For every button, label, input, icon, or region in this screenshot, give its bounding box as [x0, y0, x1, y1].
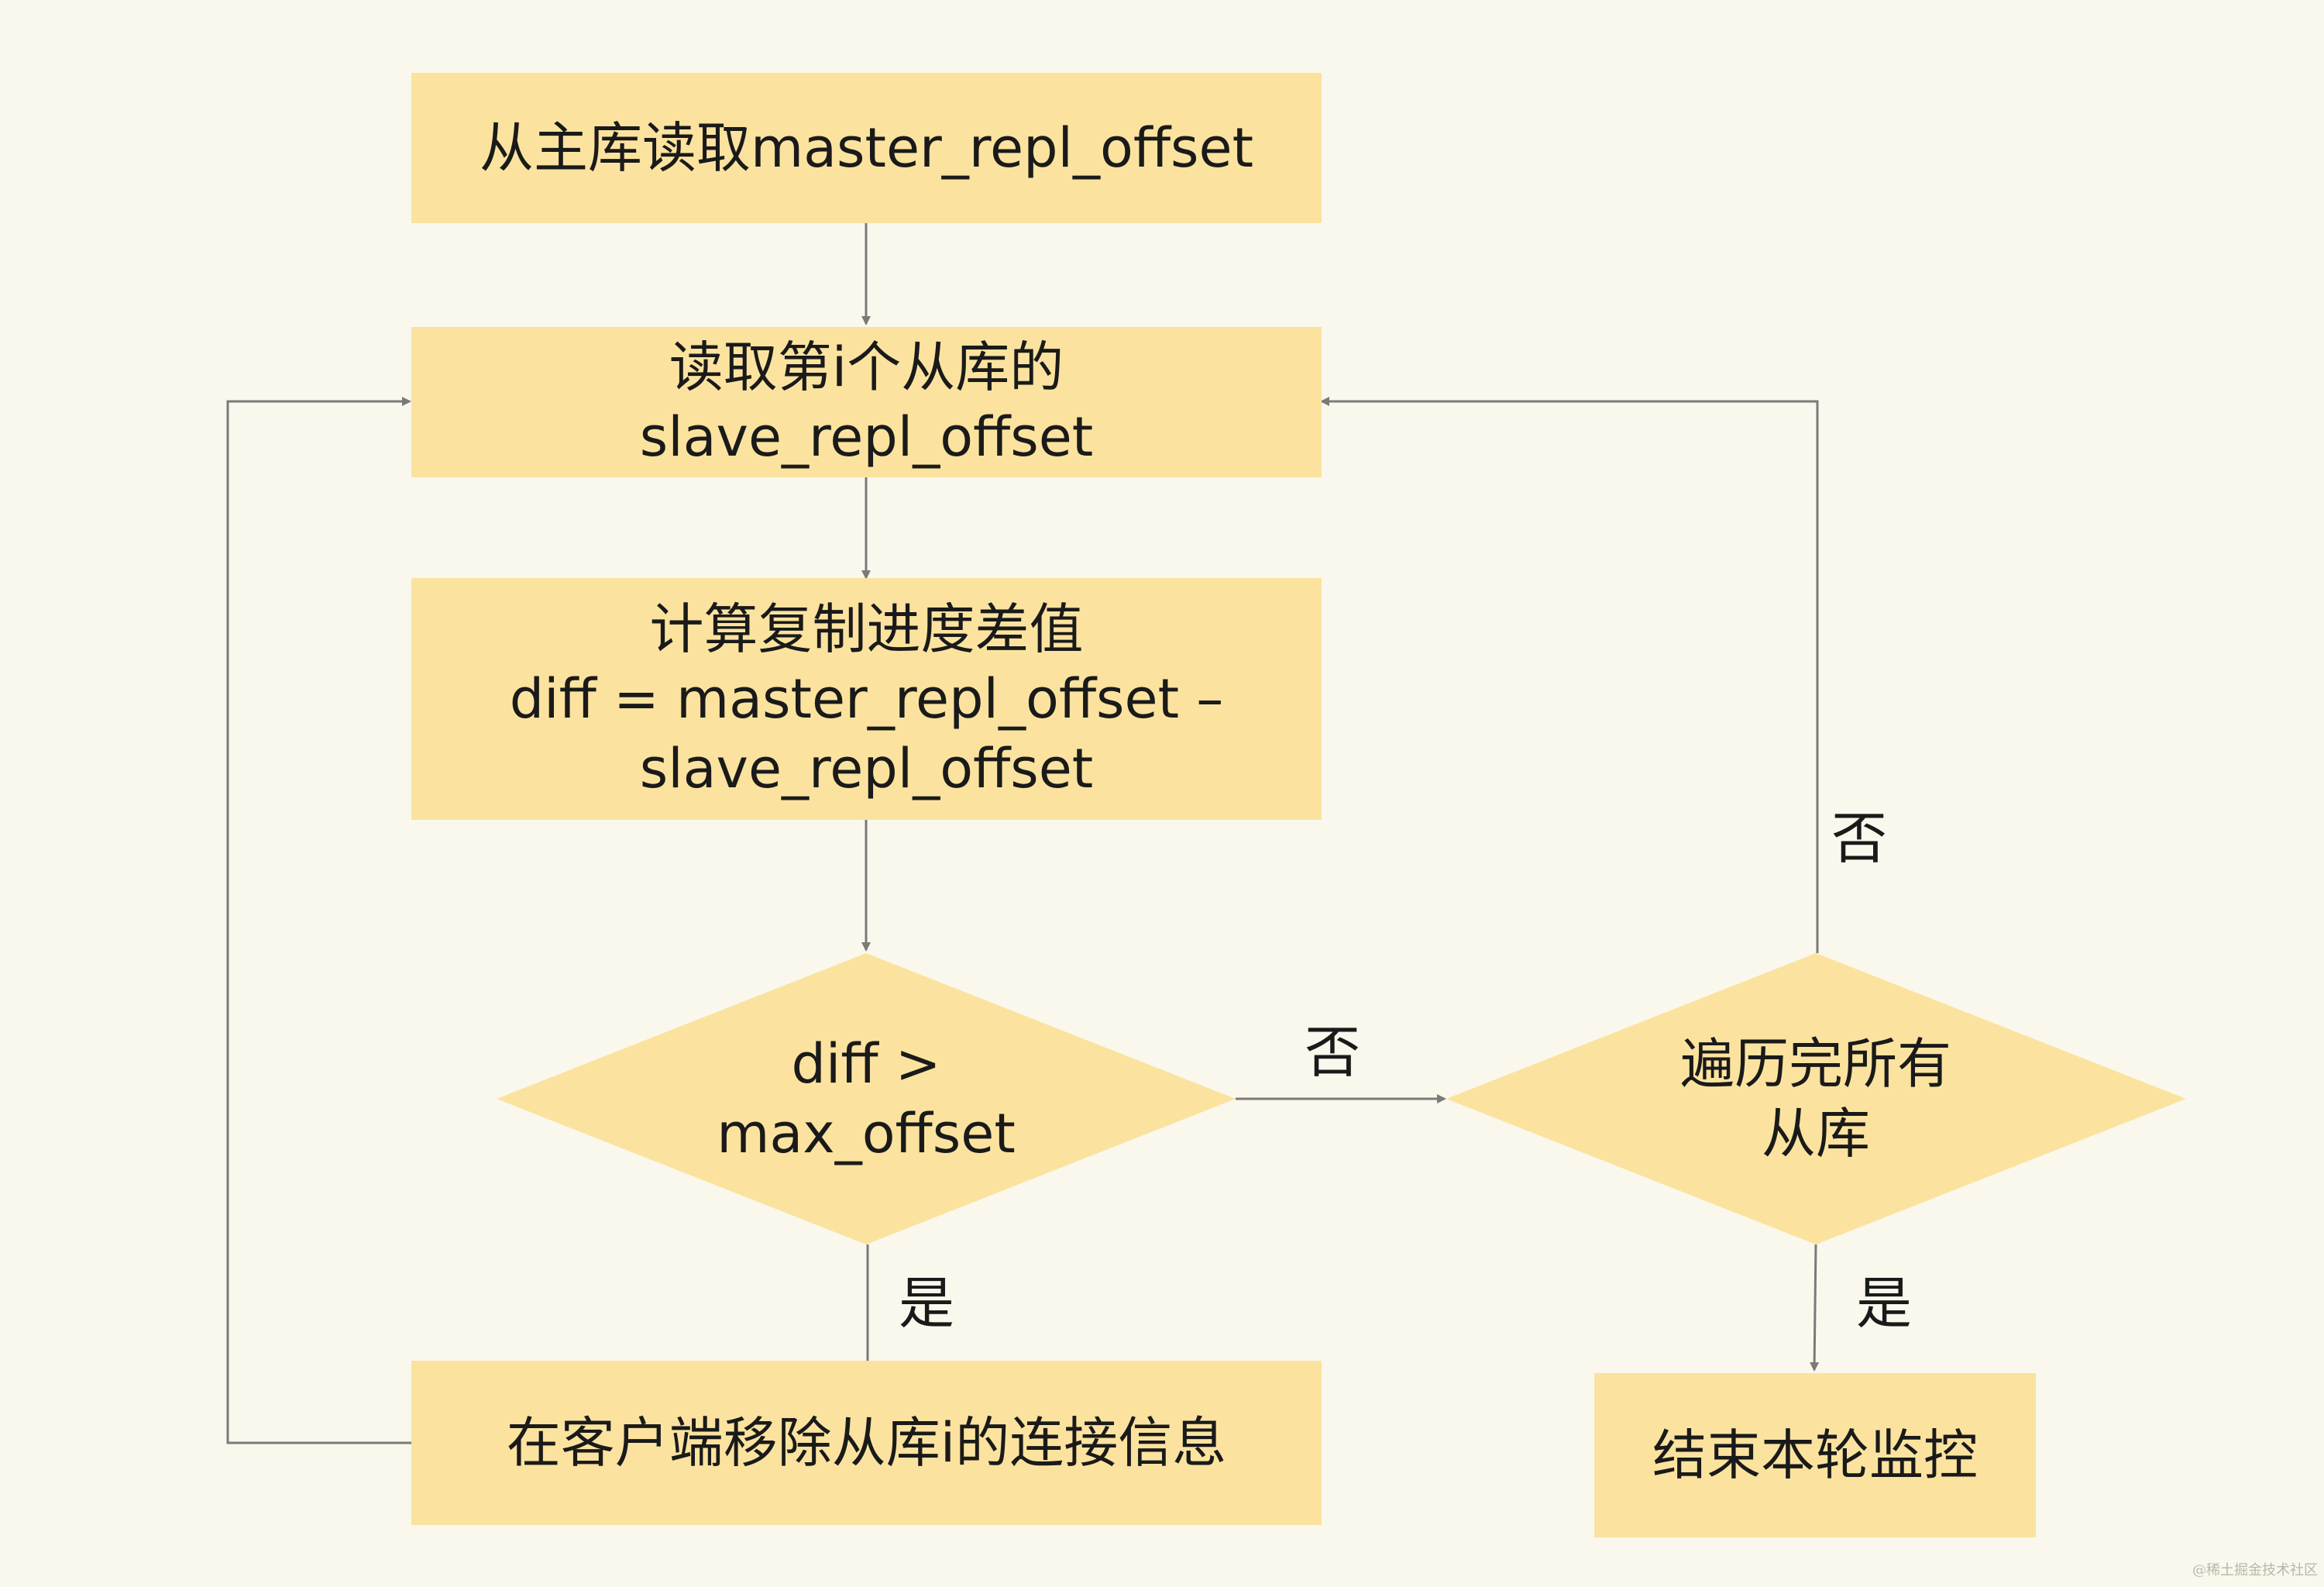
label-all-no: 否 [1831, 806, 1888, 871]
diamond-check-all [1446, 953, 2186, 1244]
node-text-line: 遍历完所有 [1680, 1032, 1951, 1096]
node-text-line: 在客户端移除从库i的连接信息 [506, 1411, 1227, 1475]
node-text-line: 结束本轮监控 [1652, 1423, 1978, 1487]
diamond-check-diff [497, 953, 1236, 1244]
node-check-all: 遍历完所有从库 [1583, 992, 2048, 1206]
arrow-all-yes [1810, 1244, 1820, 1372]
watermark: @稀土掘金技术社区 [2192, 1562, 2318, 1578]
node-read-master: 从主库读取master_repl_offset [411, 73, 1322, 223]
arrow-remove-loop [226, 397, 411, 1444]
node-text-line: 计算复制进度差值 [649, 597, 1084, 661]
node-remove-connection: 在客户端移除从库i的连接信息 [411, 1361, 1322, 1525]
node-check-diff: diff >max_offset [634, 992, 1098, 1206]
node-text-line: 读取第i个从库的 [669, 336, 1064, 399]
node-text-line: slave_repl_offset [639, 405, 1094, 469]
arrow-all-no-loop [1320, 397, 1819, 953]
node-text-line: 从库 [1762, 1102, 1870, 1165]
label-diff-no: 否 [1305, 1020, 1361, 1085]
label-diff-yes: 是 [899, 1271, 955, 1336]
node-end-monitor: 结束本轮监控 [1594, 1373, 2036, 1537]
node-text-line: diff = master_repl_offset – [509, 667, 1224, 731]
node-text-line: 从主库读取master_repl_offset [479, 116, 1254, 180]
node-text-line: diff > [791, 1032, 941, 1096]
label-all-yes: 是 [1856, 1271, 1913, 1336]
node-text-line: max_offset [717, 1102, 1016, 1165]
node-text-line: slave_repl_offset [639, 737, 1094, 800]
